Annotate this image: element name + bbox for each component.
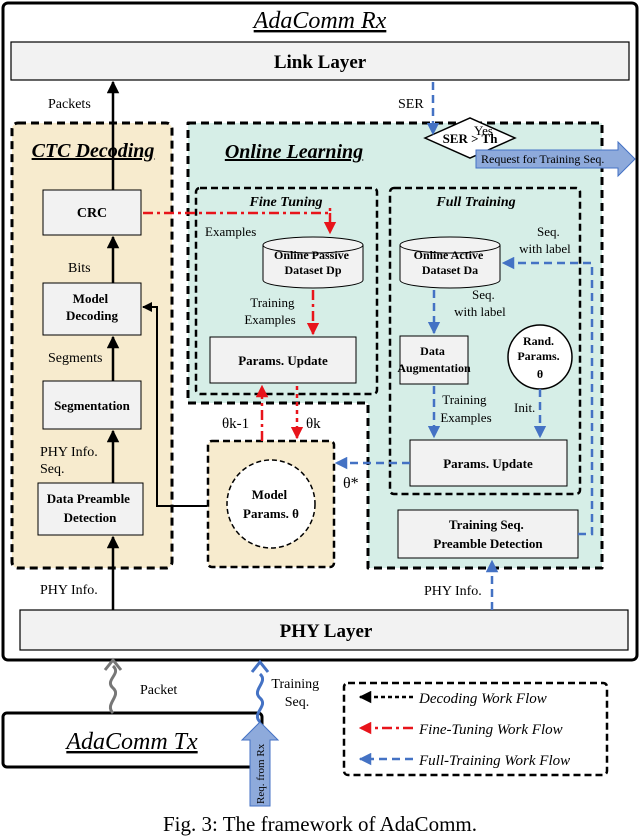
fine-tuning-title: Fine Tuning (248, 195, 322, 210)
full-params-update-label: Params. Update (443, 456, 533, 471)
dataset-da-label: Online Active Dataset Da (414, 248, 487, 277)
dataset-dp-label: Online Passive Dataset Dp (274, 248, 352, 277)
full-params-update-box (409, 439, 568, 487)
arrow-preamble-to-da (501, 256, 594, 536)
rand-params-label: Rand. Params. θ (517, 334, 562, 381)
segmentation-label: Segmentation (54, 398, 131, 413)
model-params-circle (226, 459, 316, 549)
init-label: Init. (514, 400, 535, 415)
figure-caption: Fig. 3: The framework of AdaComm. (163, 812, 477, 836)
packet-wave (108, 664, 118, 715)
dataset-dp-cylinder (262, 236, 364, 289)
ser-label: SER (398, 97, 424, 112)
legend-label-fine: Fine-Tuning Work Flow (418, 722, 563, 738)
fine-examples-label: Examples (205, 224, 256, 239)
legend-box (342, 681, 609, 777)
arrow-crc-to-fine (143, 208, 332, 215)
link-layer-label: Link Layer (274, 52, 367, 73)
ser-decision-label: SER > Th (443, 131, 499, 146)
bits-label: Bits (68, 261, 91, 276)
legend-label-full: Full-Training Work Flow (418, 753, 570, 769)
training-preamble-box (397, 509, 579, 559)
training-seq-label: Training Seq. (271, 677, 322, 710)
req-from-rx-label: Req. from Rx (255, 743, 267, 804)
full-training-examples-label: Training Examples (440, 392, 491, 425)
ser-decision-diamond (423, 117, 517, 159)
phy-layer-box (19, 609, 629, 651)
packet-label: Packet (140, 683, 177, 698)
training-seq-wave-head (250, 659, 270, 673)
link-layer-box (10, 41, 630, 81)
model-params-label: Model Params. θ (243, 487, 299, 521)
seq-with-label-top: Seq. with label (519, 224, 571, 256)
request-arrow (475, 140, 636, 178)
theta-star-label: θ* (343, 475, 359, 492)
dataset-da-cylinder (399, 236, 501, 289)
rx-frame (1, 1, 639, 662)
phy-info-label-right: PHY Info. (424, 584, 482, 599)
full-training-title: Full Training (435, 195, 515, 210)
model-decoding-label: Model Decoding (66, 291, 119, 323)
data-preamble-label: Data Preamble Detection (47, 491, 133, 525)
tx-title: AdaComm Tx (64, 729, 198, 755)
data-augmentation-box (399, 335, 469, 385)
model-decoding-box (42, 282, 142, 336)
phy-info-seq-label: PHY Info. Seq. (40, 445, 101, 477)
req-from-rx-arrow (240, 721, 280, 807)
fine-params-update-label: Params. Update (238, 353, 328, 368)
segments-label: Segments (48, 351, 102, 366)
packets-label: Packets (48, 97, 91, 112)
packet-wave-head (103, 657, 123, 671)
request-label: Request for Training Seq. (481, 152, 604, 166)
fine-params-update-box (209, 336, 357, 384)
arrow-model-params-to-decoding (142, 302, 207, 507)
crc-label: CRC (77, 206, 107, 221)
data-preamble-box (37, 482, 144, 536)
yes-label: Yes (474, 123, 493, 138)
legend-label-decoding: Decoding Work Flow (418, 691, 547, 707)
crc-box (42, 189, 142, 236)
seq-with-label-mid: Seq. with label (454, 287, 506, 319)
training-seq-wave (255, 672, 265, 724)
phy-info-label-left: PHY Info. (40, 583, 98, 598)
phy-layer-label: PHY Layer (280, 621, 373, 642)
fine-training-examples-label: Training Examples (244, 295, 297, 327)
theta-k-label: θk (306, 416, 321, 432)
online-learning-title: Online Learning (225, 141, 363, 163)
segmentation-box (42, 380, 142, 430)
theta-k1-label: θk-1 (222, 416, 249, 432)
training-preamble-label: Training Seq. Preamble Detection (433, 517, 543, 551)
data-augmentation-label: Data Augmentation (397, 344, 471, 375)
ctc-title: CTC Decoding (32, 140, 155, 162)
rx-title: AdaComm Rx (252, 8, 387, 34)
